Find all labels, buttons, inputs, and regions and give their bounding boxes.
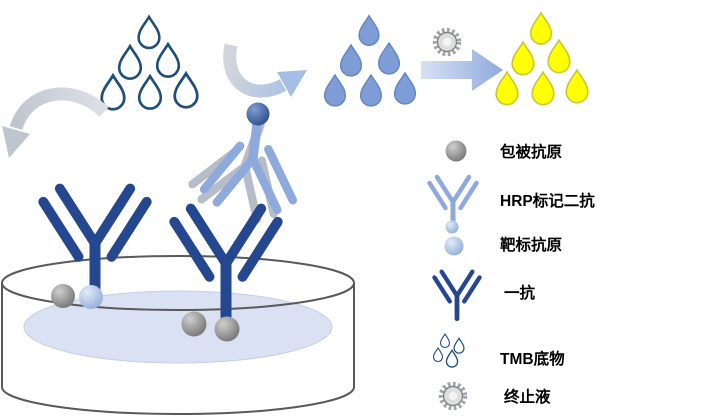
target-antigen-sphere-icon xyxy=(444,236,464,256)
well-liquid xyxy=(23,290,333,364)
legend-row-hrp-secondary: HRP标记二抗 xyxy=(430,177,595,234)
legend-row-stop-solution: 终止液 xyxy=(441,384,551,408)
reaction-curved-arrow xyxy=(223,43,307,98)
assay-well xyxy=(0,255,355,415)
legend: 包被抗原 HRP标记二抗 靶标抗原 一抗 TMB底物 终止液 xyxy=(430,140,595,409)
hrp-ball-icon xyxy=(445,220,459,234)
blue-product-droplet-cluster xyxy=(323,14,417,107)
coating-antigen-sphere xyxy=(214,316,240,342)
coating-antigen-sphere xyxy=(51,284,75,308)
antibody-sandwich-complex xyxy=(174,102,302,342)
stop-reaction-arrow xyxy=(421,49,503,91)
well-rim xyxy=(1,255,355,311)
legend-row-target-antigen: 靶标抗原 xyxy=(444,235,562,256)
legend-row-primary-antibody: 一抗 xyxy=(434,272,536,319)
stop-solution-burst-icon xyxy=(441,384,465,408)
legend-row-coating-antigen: 包被抗原 xyxy=(445,140,562,162)
legend-label: 包被抗原 xyxy=(500,142,562,161)
yellow-product-droplet-cluster xyxy=(495,12,589,106)
legend-label: 一抗 xyxy=(504,283,536,302)
primary-antibody-icon xyxy=(434,272,479,319)
stop-solution-burst xyxy=(435,30,459,54)
hrp-secondary-antibody-icon xyxy=(430,177,477,226)
coating-antigen-sphere xyxy=(181,311,207,337)
coating-antigen-sphere-icon xyxy=(445,140,467,162)
legend-label: 靶标抗原 xyxy=(500,235,562,254)
legend-label: HRP标记二抗 xyxy=(500,191,595,210)
legend-label: TMB底物 xyxy=(500,349,565,368)
target-antigen-sphere xyxy=(79,285,103,309)
tmb-substrate-droplet-cluster xyxy=(100,15,199,111)
primary-antibody-left xyxy=(43,189,146,309)
legend-label: 终止液 xyxy=(504,387,551,406)
wash-curved-arrow xyxy=(2,87,109,158)
hrp-enzyme-ball xyxy=(246,102,270,126)
legend-row-tmb-substrate: TMB底物 xyxy=(432,333,565,368)
